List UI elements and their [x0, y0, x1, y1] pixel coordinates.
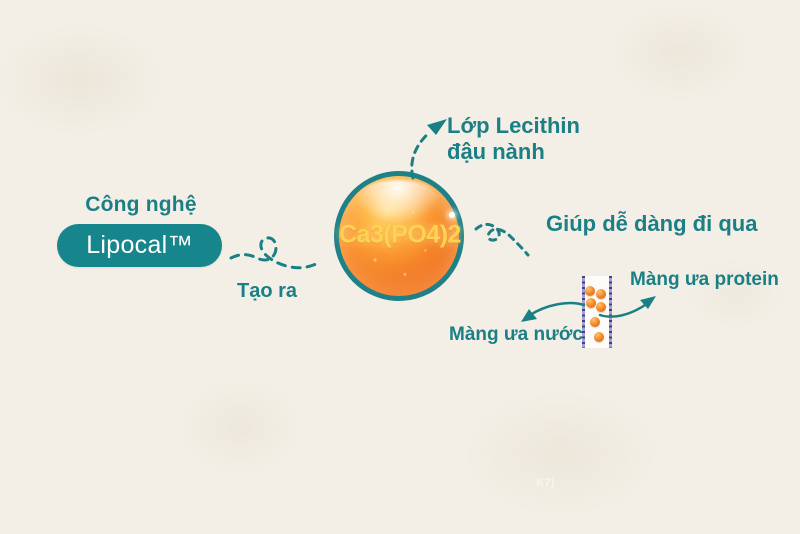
tao-ra-squiggle-icon: [229, 236, 322, 270]
sphere-formula-label: Ca3(PO4)2: [339, 220, 461, 249]
lecithin-label: Lớp Lecithin đậu nành: [447, 113, 580, 165]
particle-icon: [596, 289, 606, 299]
technology-heading: Công nghệ: [85, 193, 197, 216]
particle-icon: [594, 332, 604, 342]
tao-ra-label: Tạo ra: [237, 280, 298, 302]
lecithin-dashed-arrow-icon: [410, 119, 447, 180]
lecithin-label-line2: đậu nành: [447, 139, 545, 164]
pass-through-label: Giúp dễ dàng đi qua: [546, 211, 758, 236]
particle-icon: [590, 317, 600, 327]
sphere-sparkle-icon: [449, 212, 455, 218]
watermark: K7): [536, 477, 556, 489]
lecithin-label-line1: Lớp Lecithin: [447, 113, 580, 138]
membrane-edge-right: [609, 276, 612, 348]
membrane-edge-left: [582, 276, 585, 348]
pass-through-squiggle-icon: [474, 222, 530, 257]
calcium-phosphate-sphere: Ca3(PO4)2: [334, 171, 464, 301]
water-curved-arrow-icon: [521, 301, 586, 322]
particle-icon: [586, 298, 596, 308]
protein-membrane-label: Màng ưa protein: [630, 269, 779, 290]
particle-icon: [596, 302, 606, 312]
particle-icon: [585, 286, 595, 296]
lipocal-pill-badge: Lipocal™: [57, 224, 222, 267]
water-membrane-label: Màng ưa nước: [449, 324, 583, 345]
membrane-channel: [582, 276, 612, 348]
protein-curved-arrow-icon: [598, 296, 656, 318]
sphere-gloss-highlight: [354, 180, 442, 224]
